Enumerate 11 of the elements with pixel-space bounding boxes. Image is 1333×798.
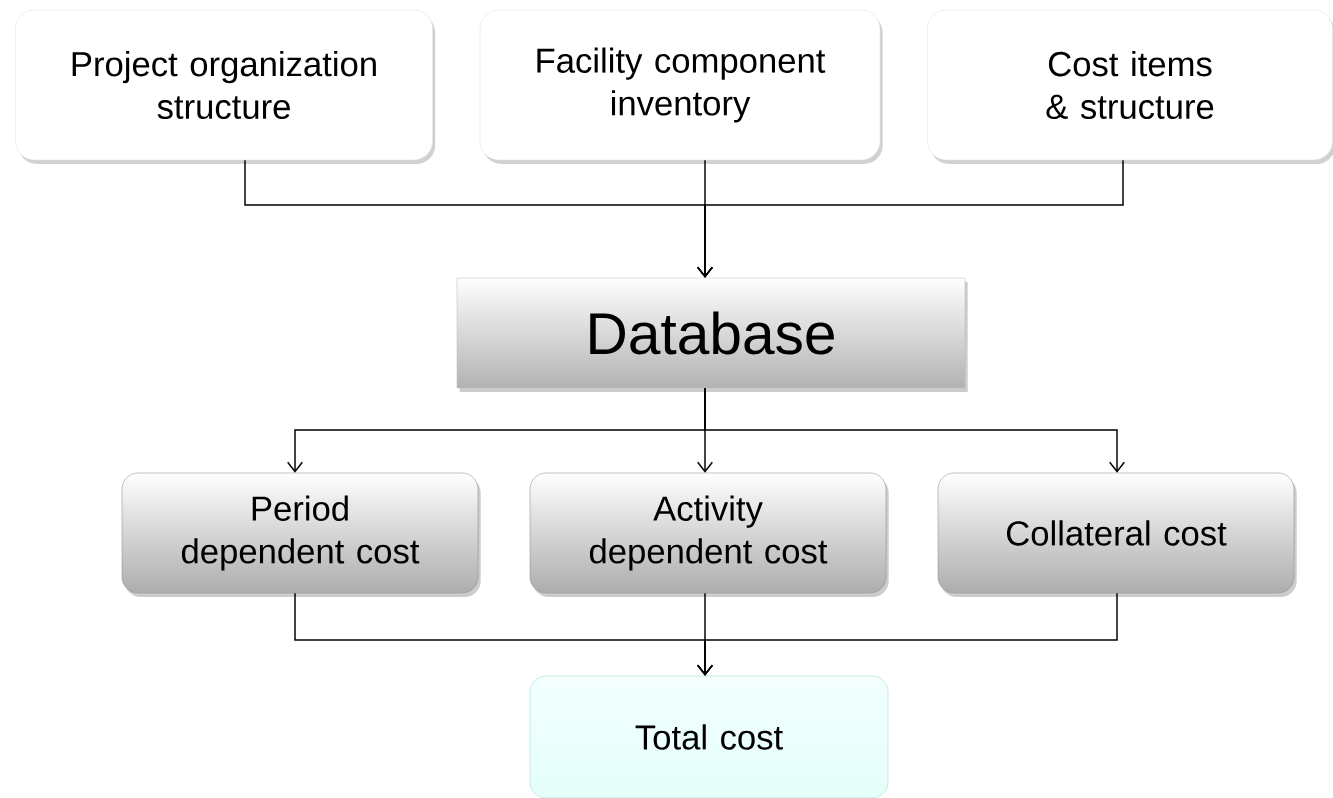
input-box: Cost items & structure: [927, 9, 1333, 164]
database-box: Database: [456, 277, 968, 392]
arrow: [696, 592, 1118, 676]
arrow: [704, 387, 1126, 473]
arrow: [696, 159, 1124, 278]
input-box: Facility component inventory: [479, 9, 883, 164]
cost-box: Collateral cost: [937, 472, 1297, 597]
input-box: Project organization structure: [15, 9, 436, 164]
cost-box: Period dependent cost: [121, 472, 481, 597]
cost-box: Activity dependent cost: [529, 472, 889, 597]
result-box: Total cost: [529, 675, 889, 798]
